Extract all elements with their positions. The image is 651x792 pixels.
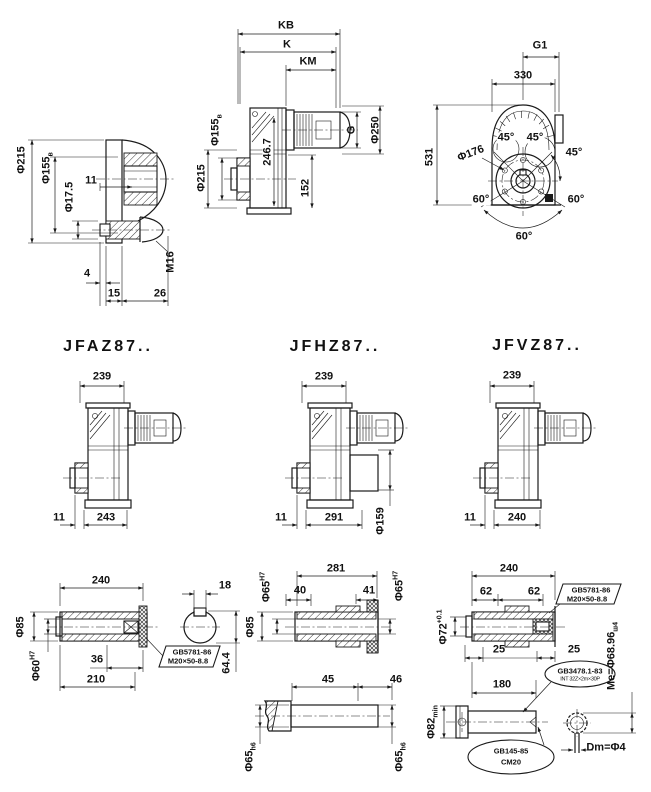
bl-dim-36: 36 [90, 653, 104, 666]
bl-dim-240: 240 [91, 574, 111, 587]
br-center-standard: GB145-85 [493, 746, 529, 756]
dim-phi215: Φ215 [15, 146, 28, 174]
br-spline-spec: INT 32Z×2m×30P [560, 676, 600, 683]
view-hollow-shaft-keyed [30, 583, 240, 691]
jfaz-dim-239: 239 [92, 370, 112, 383]
bm-dim-40: 40 [293, 584, 307, 597]
dim-152: 152 [299, 177, 312, 199]
br-bolt-standard: GB5781-86 [571, 585, 611, 595]
dim-246-7: 246.7 [261, 137, 274, 167]
br-dim-62-right: 62 [527, 585, 541, 598]
bl-bolt-size: M20×50-8.8 [167, 656, 209, 666]
bm-dim-281: 281 [326, 562, 346, 575]
jfhz-dim-239: 239 [314, 370, 334, 383]
bl-dim-phi60: Φ60H7 [29, 650, 43, 682]
jfaz-dim-11: 11 [53, 511, 65, 524]
br-dim-62-left: 62 [479, 585, 493, 598]
br-bolt-size: M20×50-8.8 [566, 594, 608, 604]
angle-60-bottom: 60° [514, 230, 534, 243]
br-dim-me: Me=Φ68.96ш4 [605, 622, 620, 690]
dim-g: G [345, 125, 358, 135]
bl-dim-210: 210 [86, 673, 106, 686]
br-dim-25-right: 25 [567, 643, 581, 656]
jfvz-dim-240: 240 [507, 511, 527, 524]
bm-dim-46: 46 [389, 673, 403, 686]
br-dim-dm: Dm=Φ4 [586, 741, 626, 754]
jfhz-dim-11: 11 [275, 511, 287, 524]
jfhz-dim-phi159: Φ159 [374, 507, 387, 535]
bl-dim-18: 18 [218, 579, 232, 592]
view-shaft-pair [255, 571, 396, 744]
view-spline-shaft [440, 571, 636, 775]
jfhz-dim-291: 291 [324, 511, 344, 524]
bm-dim-phi65h7-left: Φ65H7 [259, 571, 273, 603]
view-gearbox-end [433, 52, 566, 229]
angle-60-left: 60° [471, 193, 491, 206]
bm-dim-phi65h6-left: Φ65h6 [243, 742, 258, 772]
jfaz-dim-243: 243 [96, 511, 116, 524]
bl-bolt-standard: GB5781-86 [172, 647, 212, 657]
model-title-jfhz87: JFHZ87.. [289, 338, 381, 355]
br-dim-180: 180 [492, 678, 512, 691]
dim-4: 4 [83, 267, 91, 280]
bm-dim-45: 45 [321, 673, 335, 686]
model-title-jfvz87: JFVZ87.. [492, 337, 582, 354]
dim-m16: M16 [164, 251, 177, 273]
dim-kb: KB [278, 19, 294, 32]
dim-g1: G1 [532, 39, 548, 52]
view-gearmotor-front [204, 29, 384, 215]
dim-11: 11 [85, 174, 97, 187]
bm-dim-phi85: Φ85 [244, 616, 257, 638]
dim-k: K [283, 38, 291, 51]
angle-45-outer: 45° [565, 146, 583, 159]
jfvz-dim-11: 11 [464, 511, 476, 524]
br-dim-phi72: Φ72+0.1 [436, 609, 450, 645]
view-output-flange-side [28, 139, 176, 306]
bl-dim-64-4: 64.4 [220, 652, 233, 674]
dim-phi250: Φ250 [369, 116, 382, 144]
dim-531: 531 [423, 147, 436, 167]
br-dim-25-left: 25 [492, 643, 506, 656]
br-spline-standard: GB3478.1-83 [557, 666, 603, 676]
dim-phi155: Φ155в [40, 152, 55, 184]
bm-dim-phi65h7-right: Φ65H7 [392, 570, 406, 602]
view-jfaz87 [60, 381, 186, 529]
bm-dim-41: 41 [362, 584, 376, 597]
jfvz-dim-239: 239 [502, 369, 522, 382]
dim-phi17-5: Φ17.5 [63, 181, 76, 213]
model-title-jfaz87: JFAZ87.. [63, 338, 153, 355]
dim-km: KM [299, 55, 317, 68]
angle-60-right: 60° [566, 193, 586, 206]
bm-dim-phi65h6-right: Φ65h6 [393, 742, 408, 772]
view-jfhz87 [282, 381, 408, 529]
angle-45-left: 45° [496, 131, 516, 144]
br-dim-phi82min: Φ82min [425, 705, 440, 739]
dim-phi155-front: Φ155в [209, 114, 224, 146]
angle-45-right: 45° [525, 131, 545, 144]
dim-15: 15 [107, 287, 121, 300]
br-dim-240: 240 [499, 562, 519, 575]
dim-330: 330 [513, 69, 533, 82]
view-jfvz87 [470, 381, 596, 529]
dim-26: 26 [153, 287, 167, 300]
br-center-type: CM20 [500, 757, 522, 767]
bl-dim-phi85: Φ85 [14, 616, 27, 638]
dim-phi215-front: Φ215 [195, 164, 208, 192]
